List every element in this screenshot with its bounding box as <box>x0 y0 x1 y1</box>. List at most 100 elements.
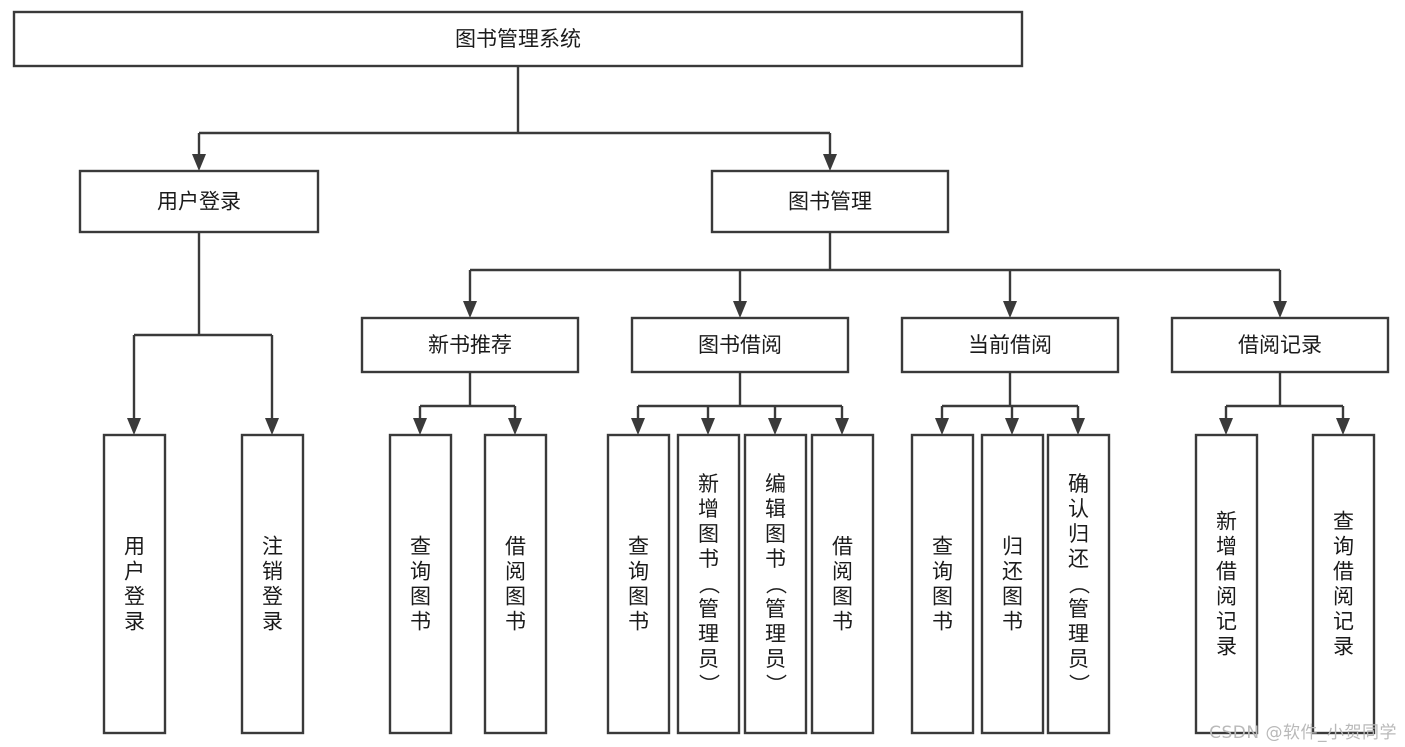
node-label-char: 理 <box>1068 622 1089 646</box>
node-box[interactable] <box>360 316 580 374</box>
node-new-book-recommend[interactable]: 新书推荐 <box>360 316 580 374</box>
arrow-head-icon <box>463 301 477 318</box>
node-label-char: ） <box>1067 674 1091 695</box>
node-label-char: 阅 <box>505 560 526 584</box>
node-label-char: 图 <box>410 585 431 609</box>
node-box[interactable] <box>1311 433 1376 735</box>
node-label-char: 管 <box>765 597 786 621</box>
node-label-char: 登 <box>124 585 145 609</box>
arrow-head-icon <box>1336 418 1350 435</box>
node-box[interactable] <box>12 10 1024 68</box>
arrow-head-icon <box>1219 418 1233 435</box>
node-box[interactable] <box>240 433 305 735</box>
node-label-char: 书 <box>832 610 853 634</box>
connectors-layer <box>127 66 1350 435</box>
node-borrow-record[interactable]: 借阅记录 <box>1170 316 1390 374</box>
node-label-char: 借 <box>505 535 526 559</box>
arrow-head-icon <box>1071 418 1085 435</box>
node-label-char: 登 <box>262 585 283 609</box>
node-label-char: 员 <box>765 647 786 671</box>
arrow-head-icon <box>192 154 206 171</box>
node-label-char: 书 <box>410 610 431 634</box>
node-label: 当前借阅 <box>968 333 1052 357</box>
node-box[interactable] <box>743 433 808 735</box>
node-label-char: 员 <box>1068 647 1089 671</box>
node-label: 用户登录 <box>157 190 241 214</box>
node-label-char: 询 <box>1333 535 1354 559</box>
node-box[interactable] <box>78 169 320 234</box>
node-label-char: 图 <box>1002 585 1023 609</box>
node-label-char: 还 <box>1068 547 1089 571</box>
node-box[interactable] <box>1046 433 1111 735</box>
node-label-char: 借 <box>1216 560 1237 584</box>
node-book-manage[interactable]: 图书管理 <box>710 169 950 234</box>
node-label-char: ） <box>697 674 721 695</box>
node-label: 新书推荐 <box>428 333 512 357</box>
node-label: 图书借阅 <box>698 333 782 357</box>
node-label-char: 录 <box>124 610 145 634</box>
node-label-char: （ <box>1067 574 1091 595</box>
node-label-char: 查 <box>1333 510 1354 534</box>
node-label-char: 询 <box>628 560 649 584</box>
node-label-char: 阅 <box>1216 585 1237 609</box>
node-user-login[interactable]: 用户登录 <box>78 169 320 234</box>
node-label-char: 销 <box>262 560 283 584</box>
node-label-char: 新 <box>698 472 719 496</box>
node-label: 图书管理 <box>788 190 872 214</box>
node-box[interactable] <box>900 316 1120 374</box>
node-label-char: 增 <box>1216 535 1237 559</box>
node-box[interactable] <box>1170 316 1390 374</box>
node-box[interactable] <box>676 433 741 735</box>
arrow-head-icon <box>733 301 747 318</box>
node-label-char: 借 <box>832 535 853 559</box>
arrow-head-icon <box>935 418 949 435</box>
node-label-char: 归 <box>1002 535 1023 559</box>
node-label-char: 阅 <box>832 560 853 584</box>
node-box[interactable] <box>102 433 167 735</box>
node-book-borrow[interactable]: 图书借阅 <box>630 316 850 374</box>
node-label-char: 查 <box>410 535 431 559</box>
node-box[interactable] <box>980 433 1045 735</box>
node-label-char: 用 <box>124 535 145 559</box>
node-label-char: 理 <box>698 622 719 646</box>
node-box[interactable] <box>630 316 850 374</box>
node-root[interactable]: 图书管理系统 <box>12 10 1024 68</box>
node-box[interactable] <box>810 433 875 735</box>
node-label-char: 新 <box>1216 510 1237 534</box>
node-label-char: 辑 <box>765 497 786 521</box>
node-box[interactable] <box>710 169 950 234</box>
node-box[interactable] <box>606 433 671 735</box>
node-box[interactable] <box>1194 433 1259 735</box>
arrow-head-icon <box>701 418 715 435</box>
node-leaf-user-login[interactable]: 用户登录 <box>102 433 167 735</box>
node-box[interactable] <box>910 433 975 735</box>
node-label-char: 管 <box>698 597 719 621</box>
node-box[interactable] <box>388 433 453 735</box>
node-label-char: 书 <box>1002 610 1023 634</box>
node-label-char: 确 <box>1068 472 1089 496</box>
node-label-char: 记 <box>1333 610 1354 634</box>
node-label-char: 还 <box>1002 560 1023 584</box>
node-label-char: 图 <box>698 522 719 546</box>
node-label-char: 书 <box>628 610 649 634</box>
node-label-char: 借 <box>1333 560 1354 584</box>
node-box[interactable] <box>483 433 548 735</box>
node-label-char: 录 <box>262 610 283 634</box>
node-label-char: 书 <box>765 547 786 571</box>
node-label: 图书管理系统 <box>455 27 581 51</box>
node-current-borrow[interactable]: 当前借阅 <box>900 316 1120 374</box>
